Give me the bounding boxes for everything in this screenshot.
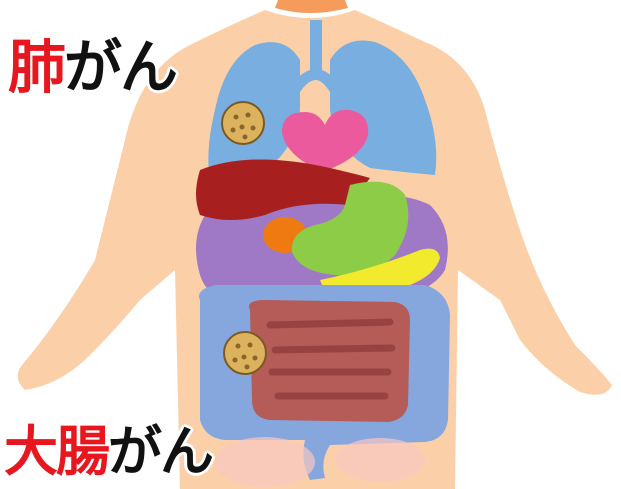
colon-cancer-rest: がん (108, 420, 212, 483)
lung-cancer-rest: がん (64, 33, 176, 101)
colon-tumor (224, 332, 266, 374)
colon-cancer-accent: 大腸 (4, 420, 108, 483)
lung-cancer-label: 肺がん (8, 38, 176, 96)
lung-tumor (222, 102, 264, 144)
pelvis (215, 437, 315, 487)
colon-cancer-label: 大腸がん (4, 425, 212, 479)
neck-collar (275, 0, 348, 13)
bladder (335, 438, 425, 482)
intestine-core (249, 300, 410, 422)
lung-cancer-accent: 肺 (8, 33, 64, 101)
